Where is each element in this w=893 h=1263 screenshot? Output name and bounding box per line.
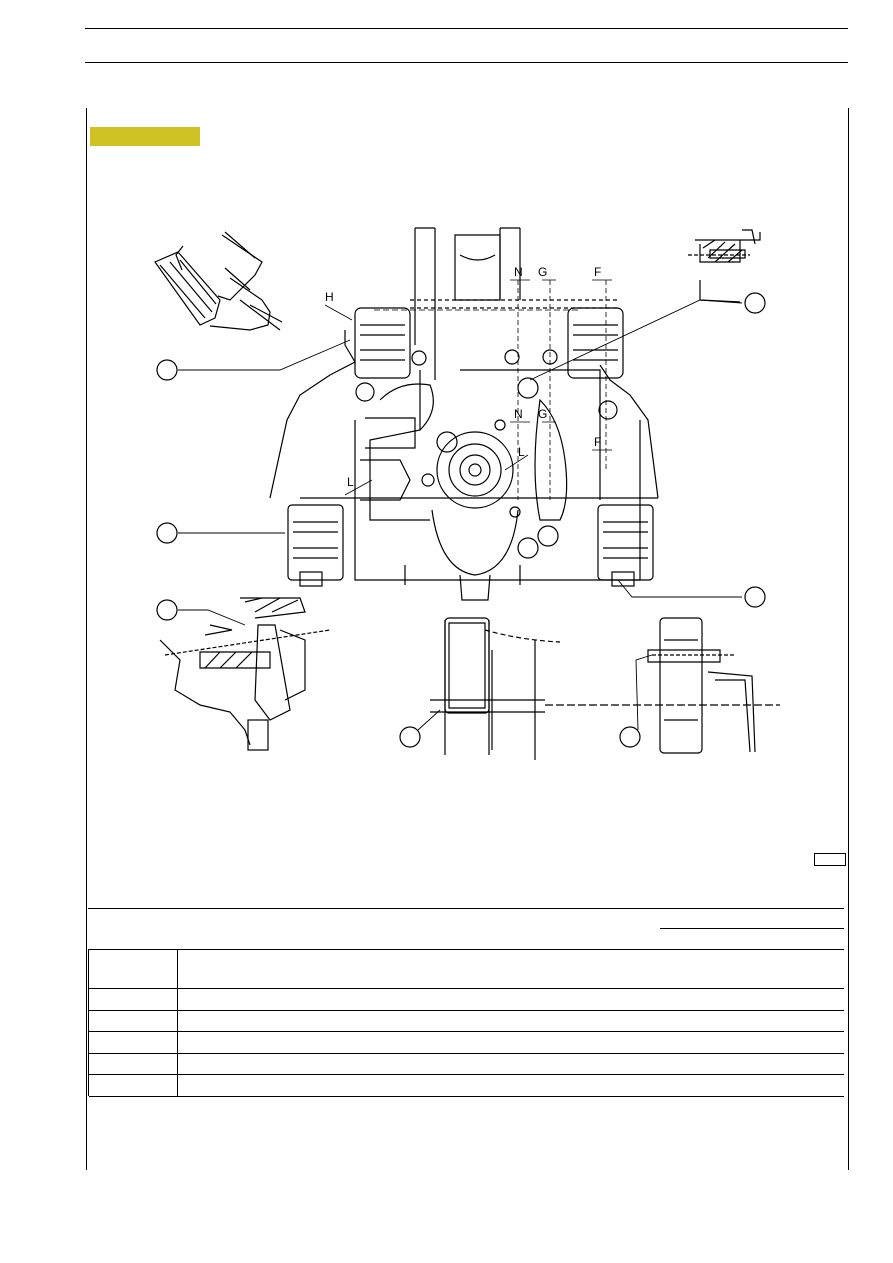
table-sub-rule xyxy=(660,928,844,929)
table-row xyxy=(89,1074,844,1097)
dimension-label-f-top: F xyxy=(594,265,601,279)
header-rule-top xyxy=(85,28,848,29)
section-highlight-tag xyxy=(90,127,200,146)
dimension-label-l-right: L xyxy=(518,445,525,459)
left-margin-rule xyxy=(86,108,87,1170)
detail-inset-bottom-left xyxy=(159,597,331,751)
header-rule-bottom xyxy=(85,62,848,63)
table-top-rule xyxy=(88,908,844,909)
detail-inset-top-left xyxy=(154,231,283,331)
dimension-label-f-mid: F xyxy=(594,435,601,449)
dimension-label-g-mid: G xyxy=(538,407,547,421)
table-row xyxy=(89,1053,844,1075)
callout-circles xyxy=(156,292,766,748)
table-row xyxy=(89,988,844,1011)
dimension-label-l-left: L xyxy=(347,475,354,489)
table-row xyxy=(89,1010,844,1032)
table-row xyxy=(89,949,844,989)
right-margin-rule xyxy=(848,108,849,1170)
dimension-label-n-top: N xyxy=(514,265,523,279)
table-row xyxy=(89,1031,844,1054)
table-left-border xyxy=(88,949,89,1096)
dimension-label-group: H N G F N G F L L xyxy=(325,265,601,489)
detail-inset-top-right xyxy=(688,229,761,303)
dimension-label-g-top: G xyxy=(538,265,547,279)
figure-reference-box xyxy=(814,853,846,866)
detail-inset-bottom-middle xyxy=(430,617,780,760)
main-assembly xyxy=(269,227,659,601)
table-bottom-rule xyxy=(89,1096,844,1097)
dimension-lines xyxy=(324,279,612,500)
dimension-label-n-mid: N xyxy=(514,407,523,421)
detail-inset-bottom-right xyxy=(647,617,756,754)
callout-leaders xyxy=(178,299,743,731)
table-column-divider xyxy=(177,949,178,1096)
dimension-label-h: H xyxy=(325,290,334,304)
